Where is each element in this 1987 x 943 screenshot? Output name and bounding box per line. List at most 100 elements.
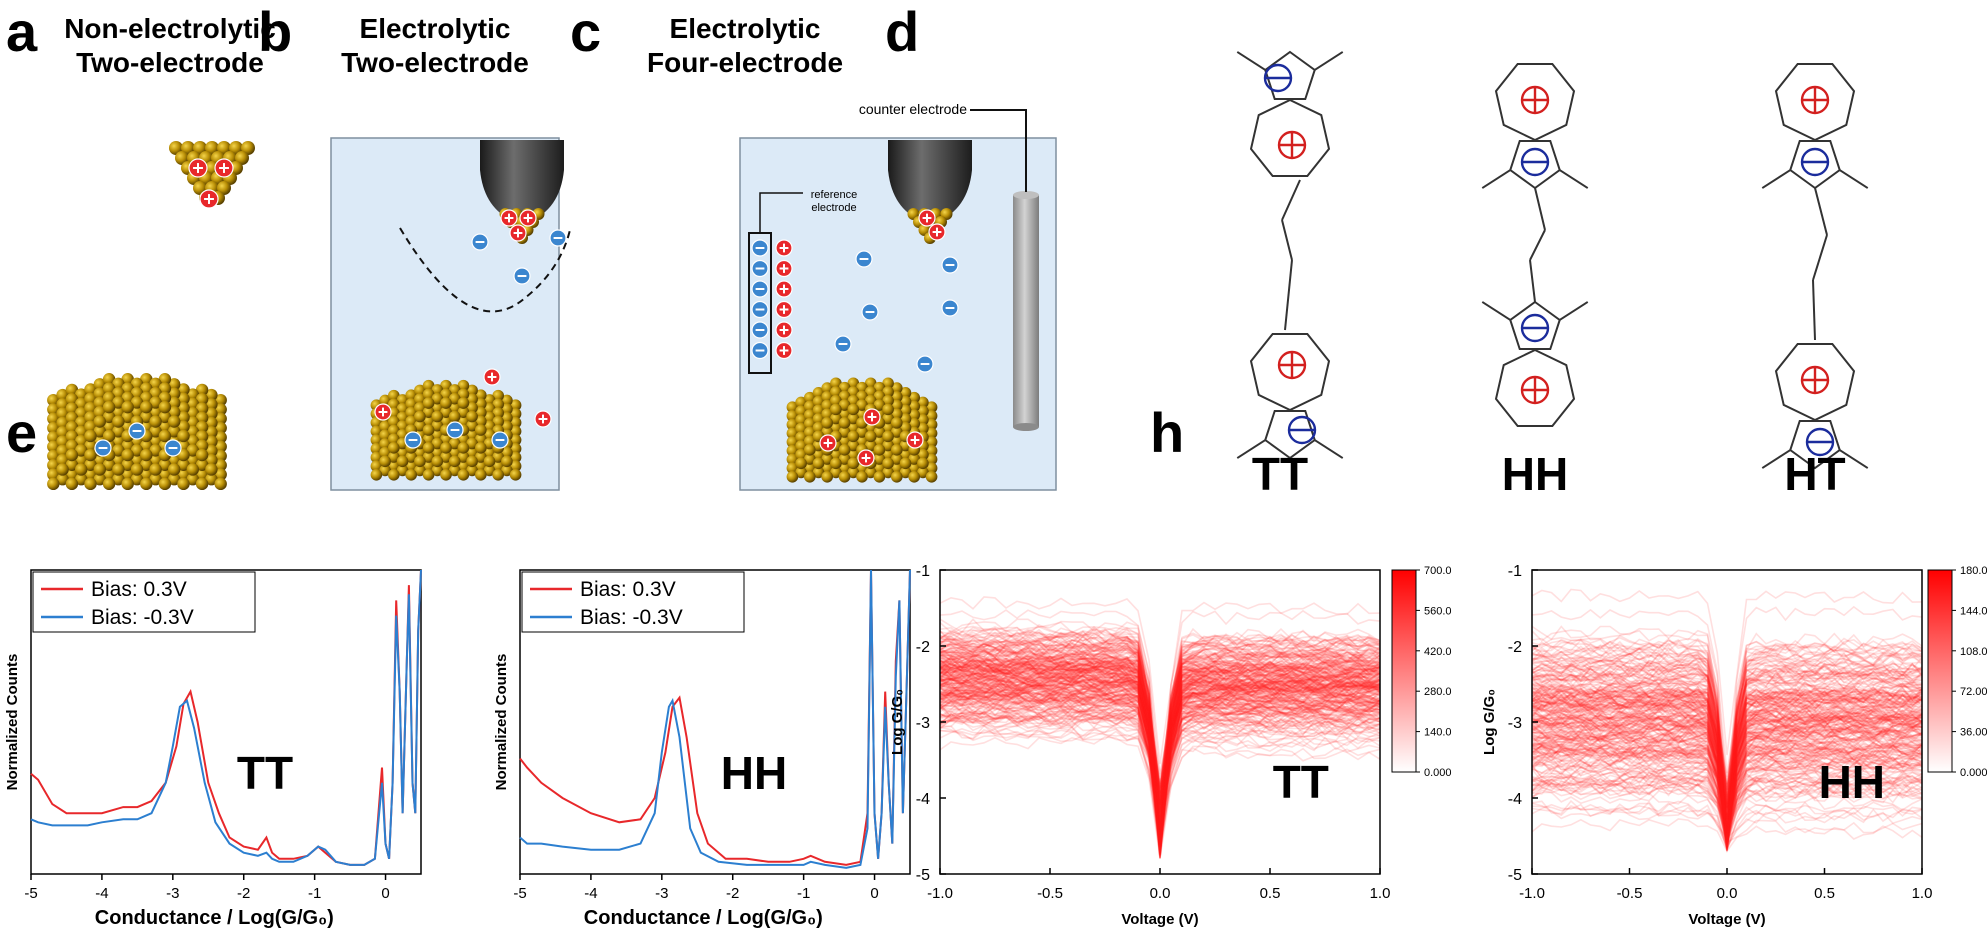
trace-line — [939, 660, 1381, 806]
trace-line — [1531, 723, 1923, 832]
gold-atom — [891, 444, 903, 456]
plus-ion-icon — [483, 368, 501, 386]
gold-atom — [140, 410, 153, 424]
trace-line — [939, 666, 1381, 834]
trace-line — [939, 684, 1381, 812]
gold-atom — [457, 469, 470, 481]
trace-line — [1531, 694, 1923, 823]
gold-atom — [121, 382, 134, 395]
gold-atom — [917, 396, 929, 409]
gold-atom — [379, 464, 391, 477]
gold-atom — [158, 373, 172, 386]
trace-line — [939, 711, 1381, 825]
trace-line — [1531, 706, 1923, 809]
gold-atom — [112, 396, 125, 409]
trace-line — [1531, 726, 1923, 839]
gold-atom — [112, 386, 125, 400]
trace-line — [1531, 774, 1923, 831]
trace-line — [939, 672, 1381, 804]
trace-line — [939, 692, 1381, 844]
gold-atom — [158, 468, 172, 481]
gold-atom — [214, 468, 227, 481]
gold-atom — [501, 446, 513, 459]
trace-line — [1531, 727, 1923, 821]
gold-atom — [130, 453, 144, 467]
plus-ion-icon — [519, 209, 537, 227]
plus-ion-icon — [534, 410, 552, 428]
trace-line — [1531, 684, 1923, 841]
gold-atom — [440, 379, 452, 392]
gold-atom — [804, 471, 816, 483]
trace-line — [1531, 667, 1923, 796]
gold-atom — [186, 425, 199, 438]
trace-line — [939, 596, 1381, 765]
gold-atom — [475, 451, 487, 463]
gold-atom — [917, 422, 929, 435]
trace-line — [939, 657, 1381, 833]
gold-atom — [102, 429, 116, 443]
gold-atom — [882, 430, 894, 443]
trace-line — [939, 633, 1381, 856]
gold-atom — [84, 392, 97, 405]
gold-atom — [414, 393, 426, 405]
trace-line — [939, 680, 1381, 815]
gold-atom — [195, 448, 209, 462]
panel-letter-e: e — [6, 401, 38, 464]
trace-line — [939, 673, 1381, 804]
trace-line — [1531, 688, 1923, 834]
trace-line — [939, 653, 1381, 831]
trace-line — [939, 693, 1380, 844]
five-membered-ring — [1509, 300, 1561, 351]
gold-atom — [168, 396, 181, 410]
trace-line — [939, 707, 1381, 846]
gold-atom — [501, 403, 513, 415]
gold-atom — [388, 424, 400, 437]
panel-letter-c: c — [570, 0, 602, 63]
legend-label: Bias: -0.3V — [91, 606, 194, 629]
trace-line — [939, 661, 1381, 799]
trace-line — [1531, 693, 1923, 815]
gold-atom — [140, 477, 153, 491]
gold-atom — [205, 444, 218, 458]
gold-atom — [431, 437, 444, 450]
trace-line — [1531, 715, 1923, 840]
gold-atom — [84, 401, 97, 415]
trace-line — [1531, 674, 1923, 788]
trace-line — [1531, 721, 1923, 807]
trace-line — [939, 677, 1381, 849]
trace-line — [1531, 756, 1923, 836]
trace-line — [939, 653, 1381, 799]
x-tick-label: -3 — [166, 885, 179, 902]
gold-atom — [838, 453, 851, 465]
gold-atom — [821, 471, 833, 483]
trace-line — [939, 641, 1381, 775]
trace-line — [939, 648, 1381, 803]
minus-ion-icon — [446, 421, 464, 439]
gold-atom — [475, 424, 487, 436]
trace-line — [939, 641, 1381, 803]
panel-b-title: Electrolytic Two-electrode — [320, 12, 550, 80]
gold-atom — [925, 427, 938, 440]
gold-atom — [422, 379, 435, 392]
trace-line — [939, 643, 1381, 806]
gold-atom — [214, 459, 227, 472]
gold-atom — [475, 433, 487, 445]
trace-line — [939, 660, 1381, 816]
trace-line — [939, 657, 1381, 809]
gold-atom — [65, 420, 79, 434]
plus-charge-icon — [1520, 85, 1550, 115]
trace-line — [1531, 720, 1923, 822]
gold-atom — [838, 381, 851, 394]
plus-ion-icon — [500, 209, 518, 227]
x-tick-label: 1.0 — [1912, 885, 1933, 902]
trace-line — [939, 659, 1381, 828]
trace-line — [939, 667, 1381, 859]
trace-line — [1531, 647, 1923, 849]
trace-line — [1531, 645, 1923, 812]
gold-atom — [75, 444, 88, 457]
trace-line — [939, 680, 1381, 830]
gold-atom — [440, 469, 452, 481]
molecule-label-tt: TT — [1252, 448, 1308, 500]
trace-line — [1531, 742, 1923, 811]
ethyl-bond — [1314, 439, 1344, 459]
